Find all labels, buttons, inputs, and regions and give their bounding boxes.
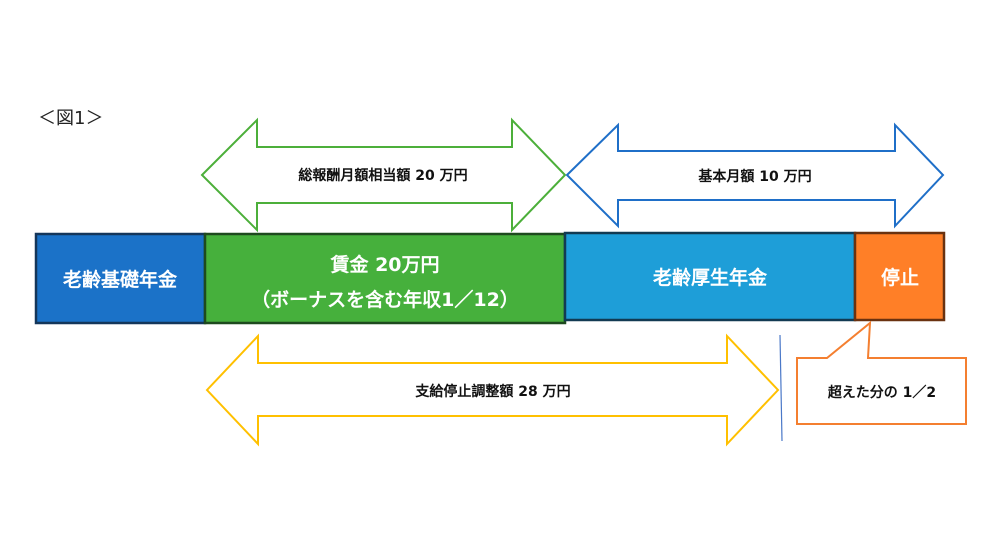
total-remuneration-label: 総報酬月額相当額 20 万円 (298, 167, 467, 184)
suspended-box (853, 231, 946, 322)
employee-pension-box (563, 231, 857, 322)
wage-label: 賃金 20万円 (329, 253, 439, 276)
boundary-line (779, 334, 783, 442)
basic-pension-label: 老齢基礎年金 (63, 268, 178, 291)
total-remuneration-arrow (200, 117, 567, 233)
wage-sublabel: （ボーナスを含む年収1／12） (251, 288, 519, 311)
suspended-label: 停止 (881, 266, 919, 289)
figure-label: ＜図1＞ (38, 108, 103, 129)
employee-pension-label: 老齢厚生年金 (653, 266, 768, 289)
callout-label: 超えた分の 1／2 (827, 384, 936, 401)
basic-monthly-label: 基本月額 10 万円 (698, 168, 811, 185)
adjustment-arrow (205, 333, 780, 447)
basic-pension-box (34, 232, 207, 325)
callout-box (796, 320, 967, 425)
adjustment-label: 支給停止調整額 28 万円 (414, 383, 570, 400)
basic-monthly-arrow (565, 122, 945, 229)
wage-box (203, 232, 567, 325)
